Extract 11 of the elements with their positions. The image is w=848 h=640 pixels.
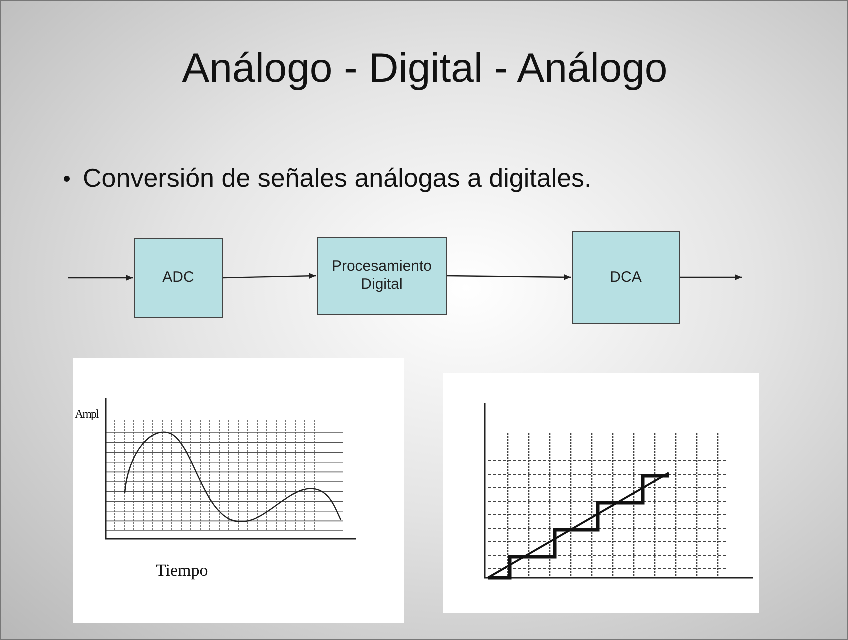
arrow — [222, 273, 316, 280]
arrow — [447, 274, 571, 280]
process-box: DCA — [572, 231, 680, 324]
bullet-text: Conversión de señales análogas a digitales. — [83, 163, 592, 194]
process-box: Procesamiento Digital — [317, 237, 447, 315]
axis-label: Ampl — [75, 407, 98, 422]
arrow — [68, 275, 133, 281]
arrow — [680, 274, 742, 280]
axis-label: Tiempo — [156, 561, 208, 581]
slide-title: Análogo - Digital - Análogo — [181, 45, 669, 92]
process-box: ADC — [134, 238, 223, 318]
